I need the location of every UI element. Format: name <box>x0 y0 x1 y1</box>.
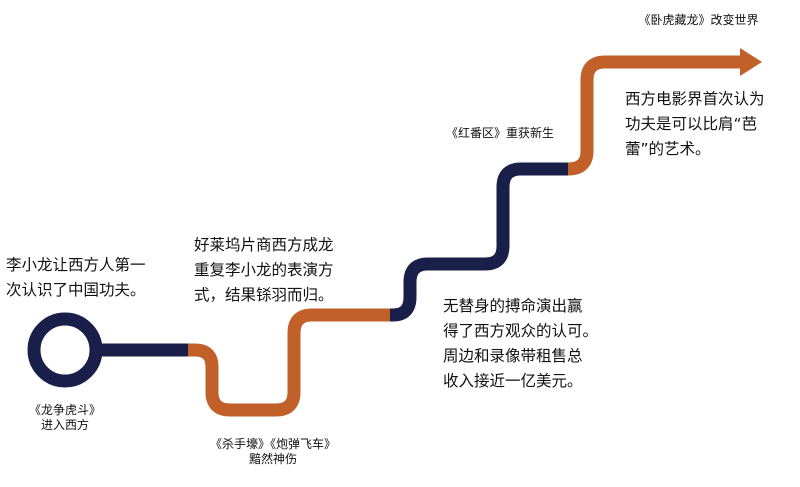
start-circle-node <box>27 312 103 388</box>
milestone-4-caption: 《卧虎藏龙》改变世界 <box>611 13 786 28</box>
milestone-1-caption-line-2: 进入西方 <box>40 418 89 432</box>
milestone-3-note-line-3: 周边和录像带租售总 <box>443 347 583 365</box>
milestone-4-note-line-1: 西方电影界首次认为 <box>625 90 765 108</box>
milestone-1-note: 李小龙让西方人第一 次认识了中国功夫。 <box>6 253 146 303</box>
milestone-2-note: 好莱坞片商西方成龙 重复李小龙的表演方 式，结果铩羽而归。 <box>194 233 334 308</box>
path-segment-3 <box>386 162 568 322</box>
milestone-2-caption-line-1: 《杀手壕》《炮弹飞车》 <box>209 437 336 451</box>
milestone-3-note-line-1: 无替身的搏命演出赢 <box>443 297 583 315</box>
milestone-3-caption: 《红番区》重获新生 <box>420 126 580 141</box>
milestone-3-note-line-2: 得了西方观众的认可。 <box>443 322 599 340</box>
milestone-2-caption: 《杀手壕》《炮弹飞车》 黯然神伤 <box>188 437 358 467</box>
milestone-1-note-line-1: 李小龙让西方人第一 <box>6 256 146 274</box>
milestone-1-caption-line-1: 《龙争虎斗》 <box>28 403 101 417</box>
milestone-4-note-line-2: 功夫是可以比肩“芭 <box>625 115 758 133</box>
milestone-1-note-line-2: 次认识了中国功夫。 <box>6 281 146 299</box>
milestone-4-note-line-3: 蕾”的艺术。 <box>625 140 711 158</box>
milestone-3-caption-line-1: 《红番区》重获新生 <box>445 126 554 140</box>
milestone-4-note: 西方电影界首次认为 功夫是可以比肩“芭 蕾”的艺术。 <box>625 87 765 162</box>
milestone-3-note: 无替身的搏命演出赢 得了西方观众的认可。 周边和录像带租售总 收入接近一亿美元。 <box>443 294 598 394</box>
arrow-head-icon <box>740 48 762 76</box>
milestone-3-note-line-4: 收入接近一亿美元。 <box>443 372 583 390</box>
milestone-2-note-line-3: 式，结果铩羽而归。 <box>194 286 334 304</box>
milestone-4-caption-line-1: 《卧虎藏龙》改变世界 <box>638 13 759 27</box>
milestone-2-caption-line-2: 黯然神伤 <box>248 452 297 466</box>
milestone-2-note-line-1: 好莱坞片商西方成龙 <box>194 236 334 254</box>
milestone-2-note-line-2: 重复李小龙的表演方 <box>194 261 334 279</box>
milestone-1-caption: 《龙争虎斗》 进入西方 <box>15 403 115 433</box>
path-segment-4 <box>567 55 742 176</box>
path-segment-2 <box>188 308 390 417</box>
